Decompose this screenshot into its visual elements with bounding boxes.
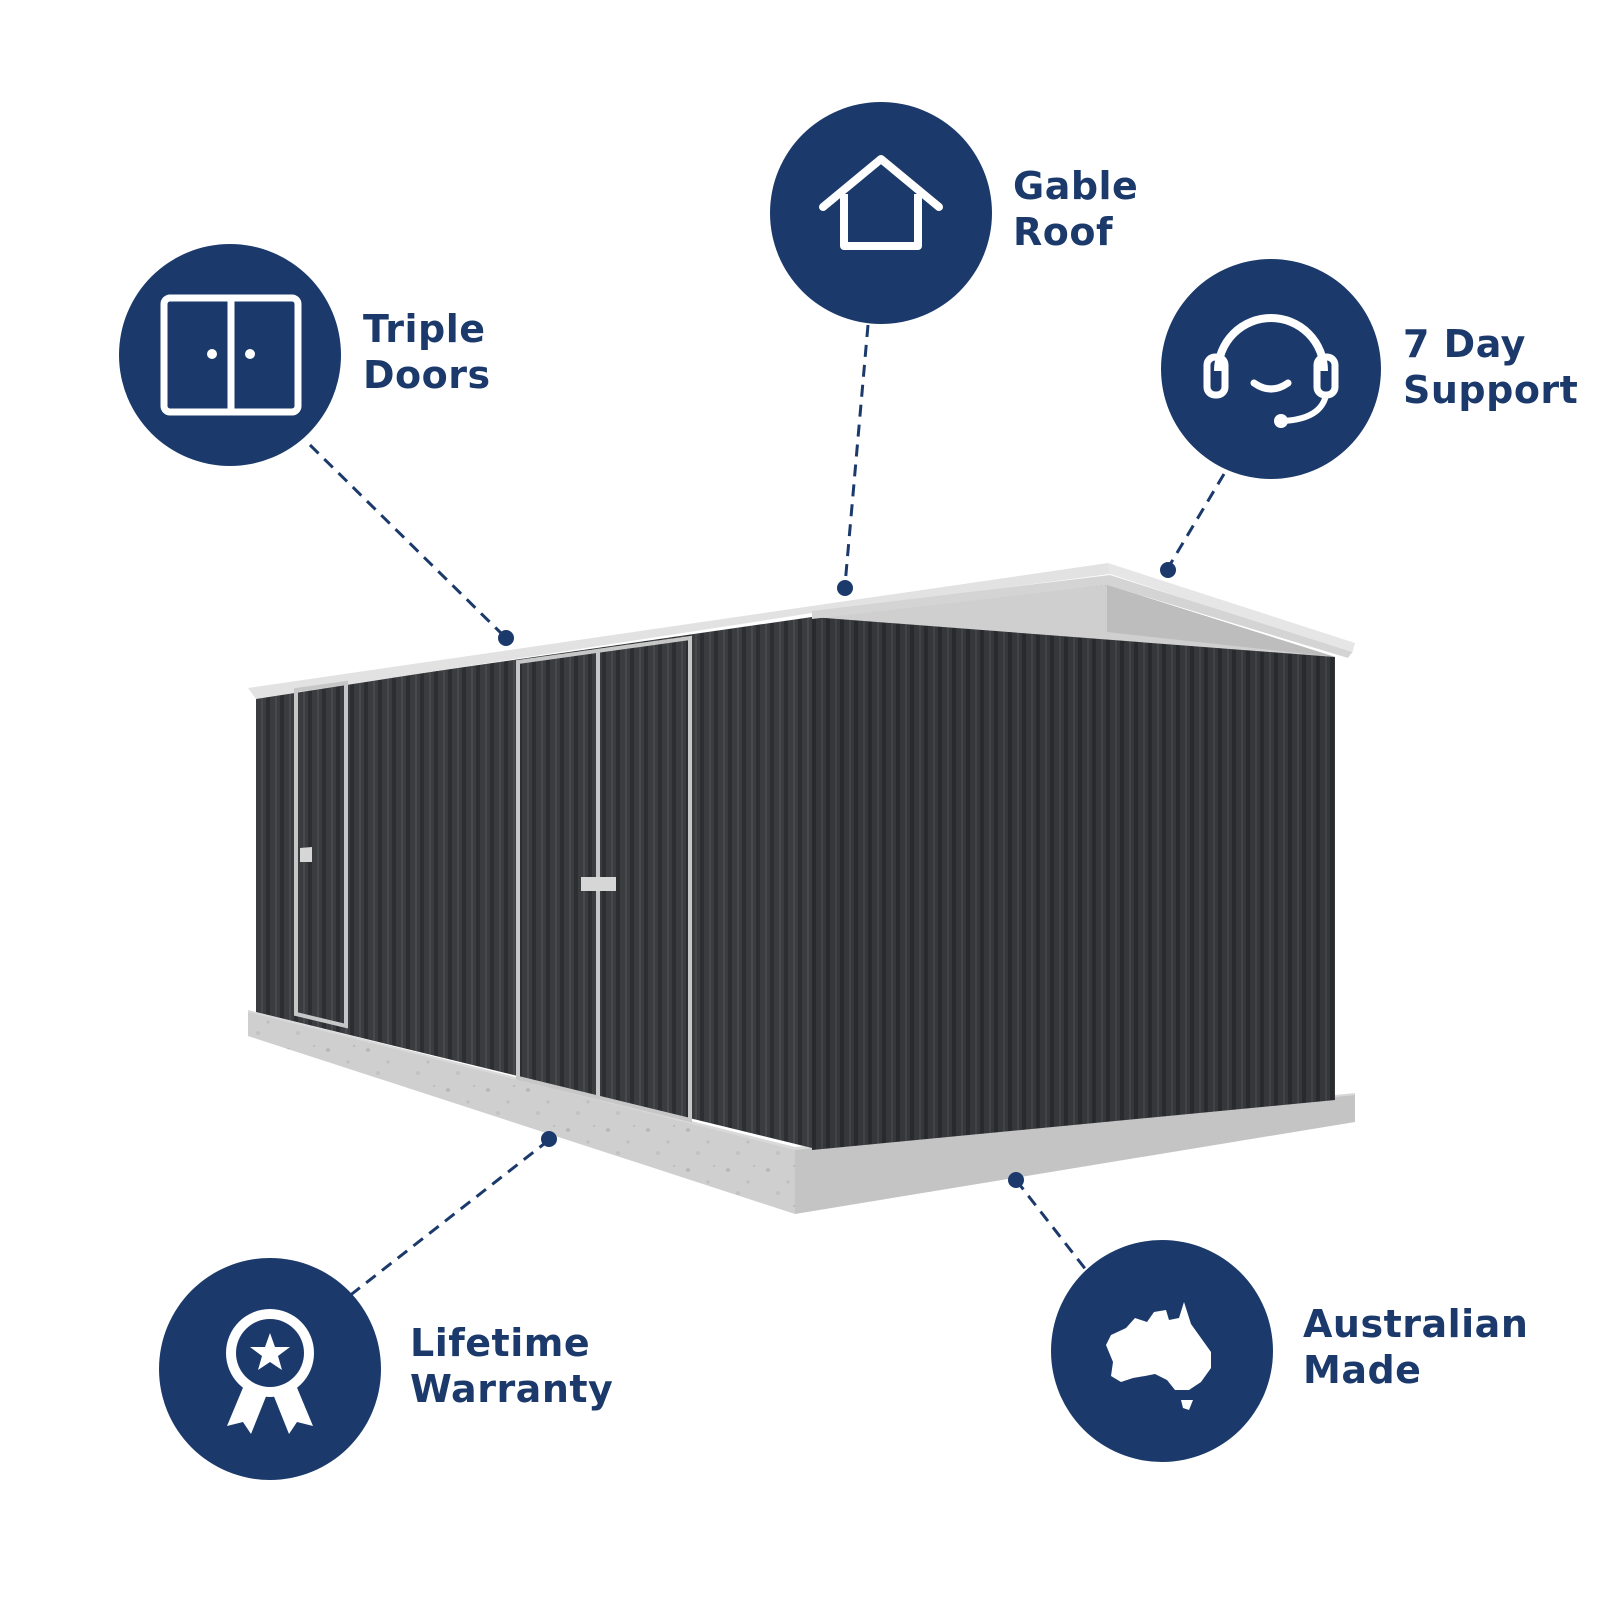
shed-end-wall-shade [812, 585, 1335, 1150]
leader-dots [498, 562, 1176, 1188]
roof-eave [248, 563, 1110, 699]
support-line2: Support [1403, 368, 1579, 412]
double-door-handle [581, 877, 616, 891]
leader-lines [308, 324, 1226, 1299]
support-label: 7 Day Support [1403, 321, 1578, 413]
warranty-label: Lifetime Warranty [410, 1320, 613, 1412]
double-door-icon [160, 294, 302, 416]
warranty-line2: Warranty [410, 1367, 614, 1411]
gable-roof-label: Gable Roof [1013, 163, 1138, 255]
concrete-slab-long-side [248, 1012, 795, 1214]
gable-roof-badge [770, 102, 992, 324]
warranty-line1: Lifetime [410, 1321, 591, 1365]
warranty-badge [159, 1258, 381, 1480]
headset-icon [1203, 314, 1339, 428]
house-icon [819, 155, 943, 250]
australian-made-badge [1051, 1240, 1273, 1462]
support-line1: 7 Day [1403, 322, 1526, 366]
triple-doors-line1: Triple [363, 307, 486, 351]
australia-map-icon [1106, 1302, 1211, 1410]
double-door-frame [516, 635, 692, 1123]
support-badge [1161, 259, 1381, 479]
gable-roof-line1: Gable [1013, 164, 1139, 208]
single-door-frame [294, 680, 348, 1029]
single-door-handle [300, 847, 312, 862]
award-ribbon-icon [226, 1309, 314, 1434]
australian-made-line2: Made [1303, 1348, 1422, 1392]
triple-doors-badge [119, 244, 341, 466]
triple-doors-label: Triple Doors [363, 306, 491, 398]
australian-made-label: Australian Made [1303, 1301, 1528, 1393]
roof-eave-front [812, 575, 1352, 658]
australian-made-line1: Australian [1303, 1302, 1529, 1346]
shed-end-wall [812, 585, 1335, 1150]
gable-roof-line2: Roof [1013, 210, 1114, 254]
shed-long-wall [256, 617, 812, 1148]
concrete-slab-end [795, 1095, 1355, 1214]
gable-face-shade [1107, 585, 1335, 657]
triple-doors-line2: Doors [363, 353, 491, 397]
roof-slope [1108, 563, 1355, 654]
